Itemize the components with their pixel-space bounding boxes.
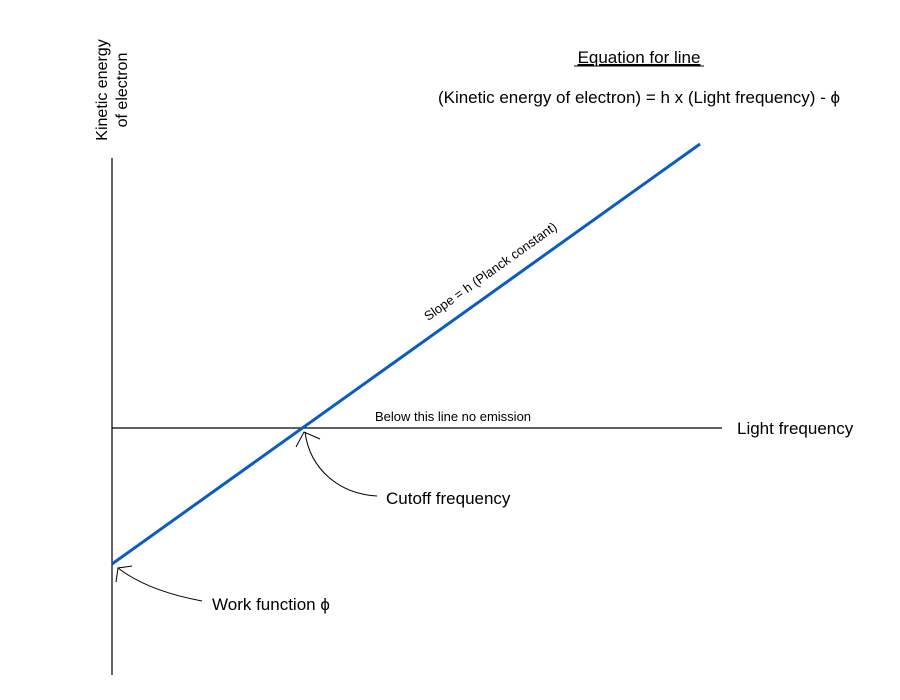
- y-axis-label-line1: Kinetic energy: [94, 39, 111, 140]
- work-function-label: Work function ϕ: [212, 595, 330, 614]
- work-function-arrow: [115, 565, 203, 602]
- cutoff-label: Cutoff frequency: [386, 489, 511, 508]
- slope-label: Slope = h (Planck constant): [421, 219, 559, 324]
- energy-line: [111, 142, 701, 566]
- cutoff-arrow: [295, 431, 378, 497]
- y-axis-label-line2: of electron: [114, 53, 131, 128]
- x-axis-label: Light frequency: [737, 419, 854, 438]
- equation-title: Equation for line: [578, 48, 701, 67]
- threshold-label: Below this line no emission: [375, 409, 531, 424]
- equation-text: (Kinetic energy of electron) = h x (Ligh…: [438, 88, 840, 107]
